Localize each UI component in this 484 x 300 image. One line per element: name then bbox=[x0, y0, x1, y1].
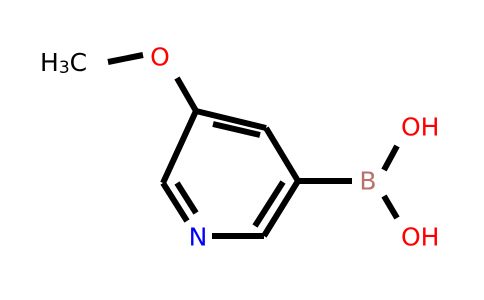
nitrogen-label: N bbox=[189, 223, 208, 252]
oxygen-label: O bbox=[150, 43, 170, 72]
hydroxyl-top-label: OH bbox=[401, 113, 439, 142]
bond-c4-c3 bbox=[263, 126, 301, 183]
bond-nitrogen-c6 bbox=[160, 181, 190, 223]
methyl-label: H3C bbox=[40, 48, 87, 79]
bonds-group bbox=[107, 52, 400, 239]
methyl-label-h: H bbox=[40, 48, 59, 77]
bond-c5-c4 bbox=[195, 108, 267, 131]
bond-c6-c5 bbox=[160, 109, 199, 185]
bond-oxygen-c5 bbox=[174, 76, 199, 113]
methyl-label-c: C bbox=[70, 48, 87, 77]
bond-c5-c4-double bbox=[212, 121, 261, 138]
bond-boron-oh-bottom bbox=[381, 194, 400, 220]
bond-methyl-oxygen bbox=[107, 52, 144, 65]
hydroxyl-bottom-label: OH bbox=[401, 223, 439, 252]
boron-label: B bbox=[359, 167, 376, 196]
bond-boron-oh-top bbox=[381, 144, 400, 172]
bond-c3-c2 bbox=[261, 179, 301, 238]
bond-nitrogen-c6-double bbox=[174, 181, 199, 215]
methyl-label-subscript: 3 bbox=[59, 58, 70, 78]
bond-c3-c2-double bbox=[252, 180, 286, 228]
